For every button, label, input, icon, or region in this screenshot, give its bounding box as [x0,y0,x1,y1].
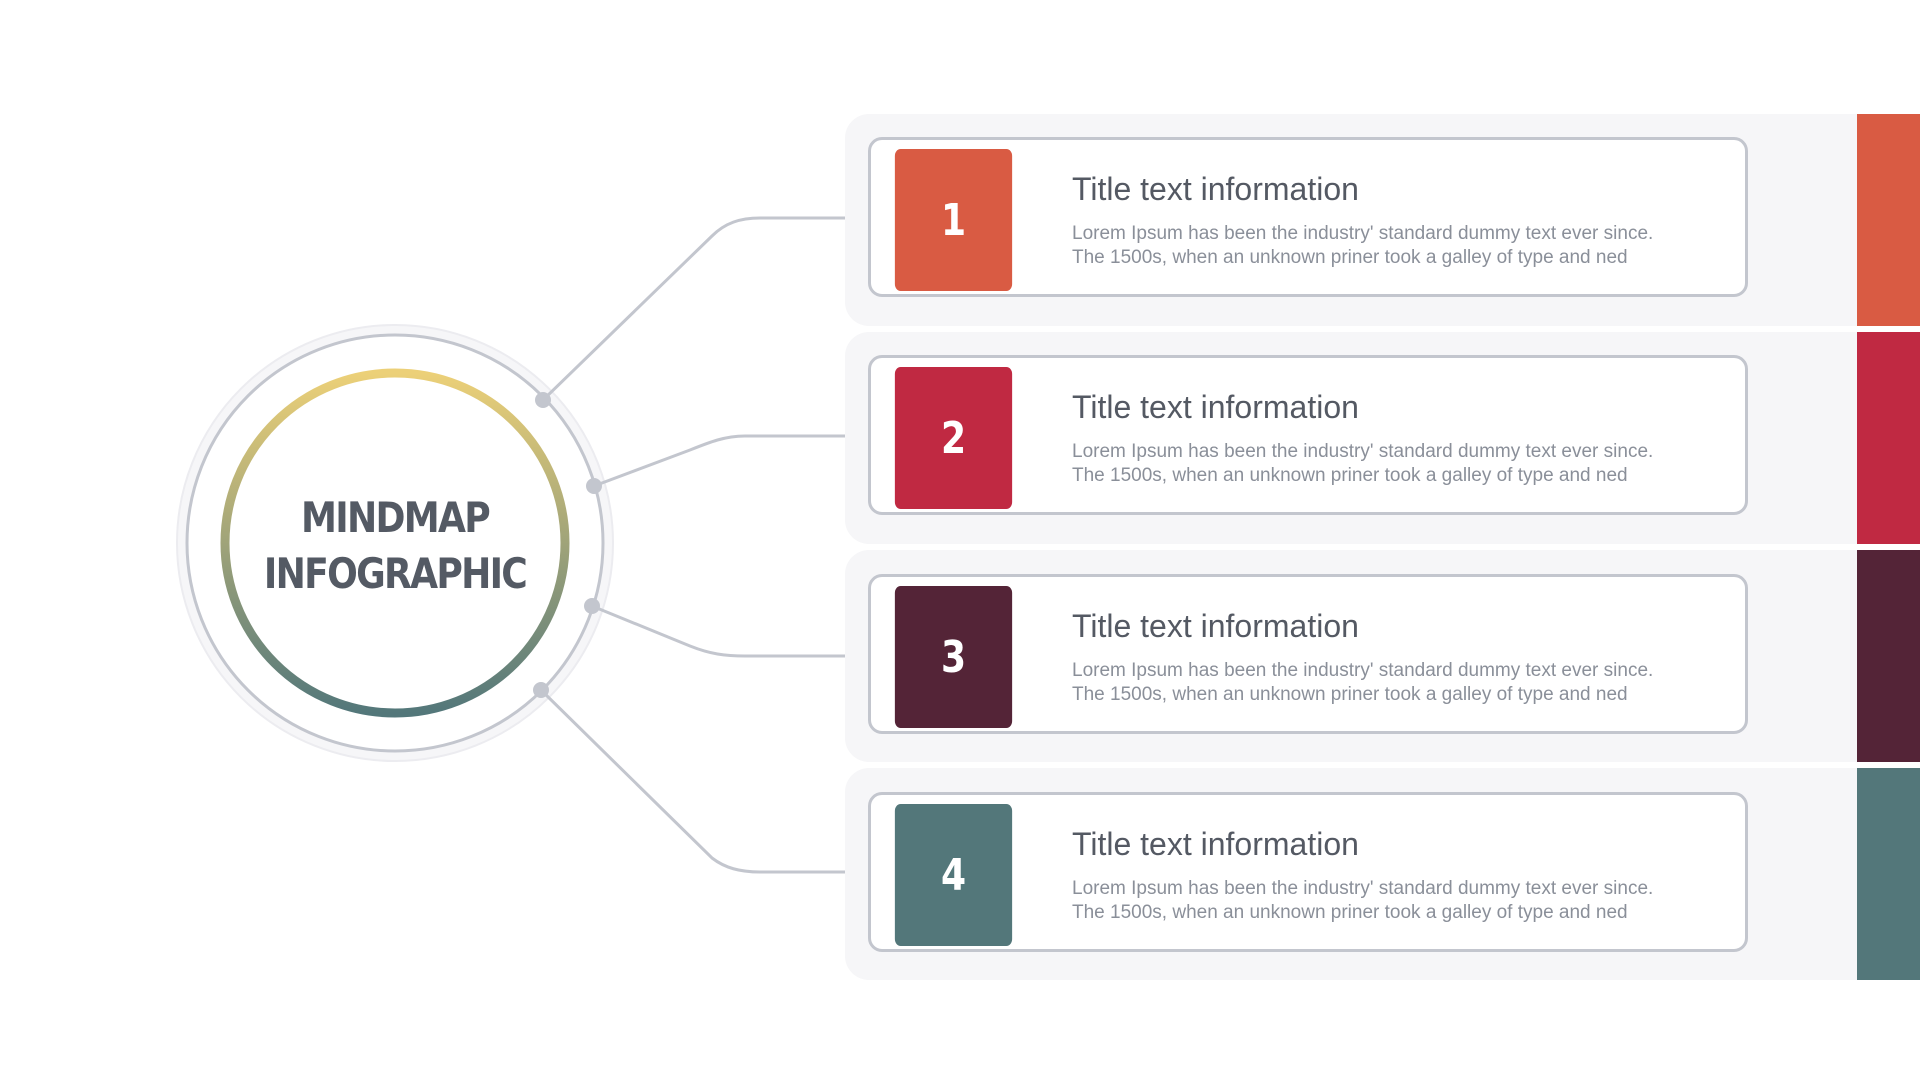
ring-node-3 [584,598,600,614]
number-badge-3: 3 [894,586,1013,728]
card-body-1: Lorem Ipsum has been the industry' stand… [1072,222,1712,270]
accent-bar-4 [1857,768,1920,980]
center-title: MINDMAP INFOGRAPHIC [253,490,537,602]
center-gradient-ring [220,368,570,718]
card-body-2-line1: Lorem Ipsum has been the industry' stand… [1072,441,1654,462]
card-title-2: Title text information [1072,389,1359,425]
card-title-1: Title text information [1072,171,1359,207]
item-card-2: 2 Title text information Lorem Ipsum has… [868,355,1748,515]
center-title-line2: INFOGRAPHIC [263,549,528,598]
item-card-1: 1 Title text information Lorem Ipsum has… [868,137,1748,297]
connector-line-1 [541,216,867,402]
card-title-4: Title text information [1072,826,1359,862]
ring-node-1 [535,392,551,408]
card-body-3: Lorem Ipsum has been the industry' stand… [1072,659,1712,707]
item-card-4: 4 Title text information Lorem Ipsum has… [868,792,1748,952]
accent-bar-1 [1857,114,1920,326]
connector-line-4 [539,688,867,874]
card-body-4: Lorem Ipsum has been the industry' stand… [1072,877,1712,925]
card-body-1-line1: Lorem Ipsum has been the industry' stand… [1072,223,1654,244]
number-badge-1: 1 [894,149,1013,291]
card-body-1-line2: The 1500s, when an unknown priner took a… [1072,247,1628,268]
card-body-3-line2: The 1500s, when an unknown priner took a… [1072,684,1628,705]
card-body-4-line1: Lorem Ipsum has been the industry' stand… [1072,878,1654,899]
number-badge-2: 2 [894,367,1013,509]
card-body-4-line2: The 1500s, when an unknown priner took a… [1072,902,1628,923]
connector-line-2 [593,434,867,488]
item-card-3: 3 Title text information Lorem Ipsum has… [868,574,1748,734]
card-body-2-line2: The 1500s, when an unknown priner took a… [1072,465,1628,486]
center-title-line1: MINDMAP [301,493,491,542]
card-title-3: Title text information [1072,608,1359,644]
connector-line-3 [591,604,867,658]
card-body-3-line1: Lorem Ipsum has been the industry' stand… [1072,660,1654,681]
number-badge-4: 4 [894,804,1013,946]
accent-bar-2 [1857,332,1920,544]
ring-node-2 [586,478,602,494]
card-body-2: Lorem Ipsum has been the industry' stand… [1072,440,1712,488]
ring-node-4 [533,682,549,698]
accent-bar-3 [1857,550,1920,762]
